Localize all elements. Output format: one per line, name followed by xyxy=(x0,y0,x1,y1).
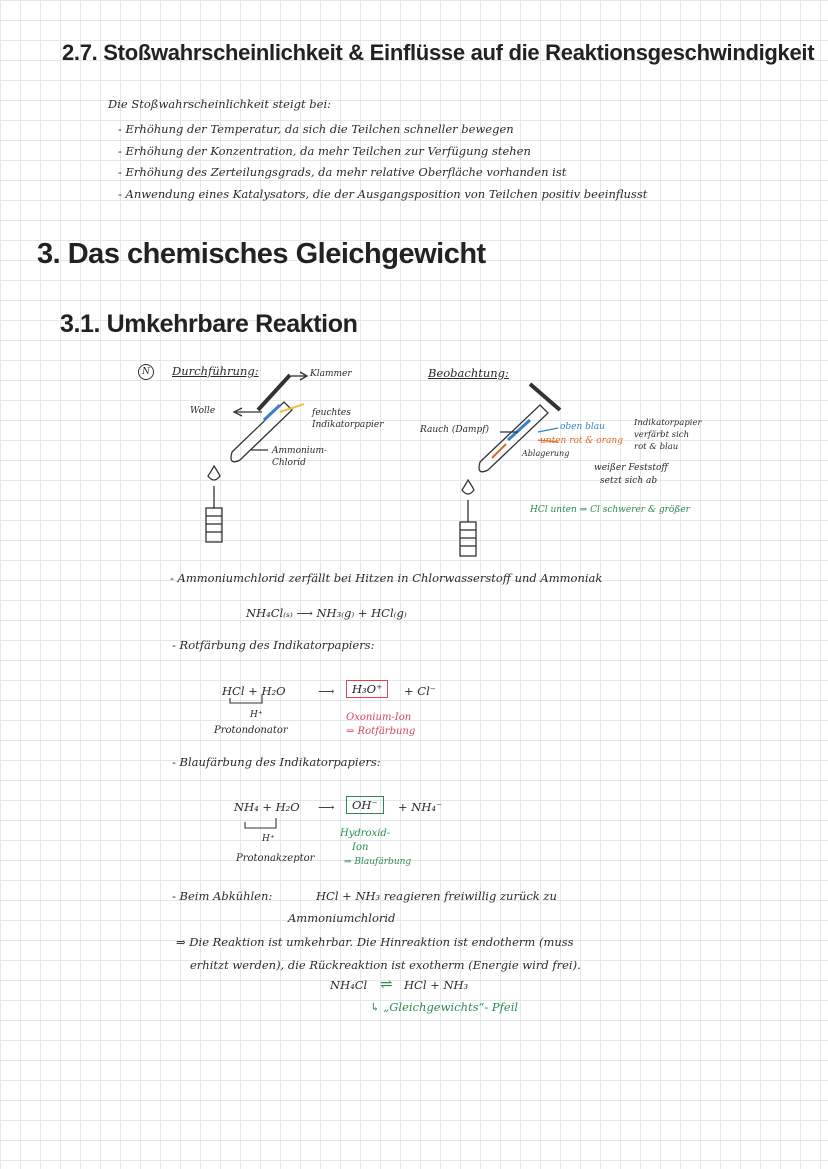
chlorid-label: Chlorid xyxy=(272,458,306,468)
blau-product-nh4: + NH₄⁻ xyxy=(398,800,443,814)
left-burner xyxy=(205,507,223,543)
intro-item: - Erhöhung der Temperatur, da sich die T… xyxy=(118,122,514,136)
protondonator-label: Protondonator xyxy=(214,725,288,736)
zerfall-text: - Ammoniumchlorid zerfällt bei Hitzen in… xyxy=(170,571,603,585)
wolle-arrow-head xyxy=(232,407,243,417)
hydroxid-box: OH⁻ xyxy=(346,796,384,814)
rotfaerbung-label: ⇒ Rotfärbung xyxy=(346,726,416,737)
feuchtes-label: feuchtes xyxy=(312,408,351,418)
equilibrium-right: HCl + NH₃ xyxy=(404,978,469,992)
durchfuehrung-label: Durchführung: xyxy=(172,364,259,378)
clamp-rod xyxy=(256,373,292,412)
unten-rot-label: unten rot & orang xyxy=(540,436,623,446)
fazit-text: ⇒ Die Reaktion ist umkehrbar. Die Hinrea… xyxy=(176,935,574,949)
oxonium-box: H₃O⁺ xyxy=(346,680,389,698)
blau-title: - Blaufärbung des Indikatorpapiers: xyxy=(172,755,381,769)
equilibrium-arrow: ⇌ xyxy=(380,975,393,993)
right-burner xyxy=(459,521,477,557)
beobachtung-label: Beobachtung: xyxy=(428,366,509,380)
intro-item: - Erhöhung der Konzentration, da mehr Te… xyxy=(118,144,531,158)
experiment-marker: N xyxy=(138,364,154,380)
ablagerung-label: Ablagerung xyxy=(522,449,570,458)
hydroxid-ion-label: Ion xyxy=(352,842,369,853)
abkuehlen-label: - Beim Abkühlen: xyxy=(172,889,273,903)
setzt-label: setzt sich ab xyxy=(600,476,658,486)
rot-transfer-arrow xyxy=(229,695,263,704)
abkuehlen-text: HCl + NH₃ reagieren freiwillig zurück zu xyxy=(316,889,557,903)
oxonium-ion-label: Oxonium-Ion xyxy=(346,712,412,723)
wool-plug xyxy=(262,403,282,422)
blaufaerbung-label: ⇒ Blaufärbung xyxy=(344,857,412,867)
indikator-note: rot & blau xyxy=(634,442,679,452)
abkuehlen-text: Ammoniumchlorid xyxy=(288,911,396,925)
clamp-arrow-head xyxy=(299,371,309,381)
fazit-text: erhitzt werden), die Rückreaktion ist ex… xyxy=(190,958,581,972)
left-apparatus xyxy=(205,371,309,543)
right-test-tube xyxy=(478,404,549,473)
rot-reactants: HCl + H₂O xyxy=(222,684,286,698)
intro-item: - Anwendung eines Katalysators, die der … xyxy=(118,187,648,201)
protonakzeptor-label: Protonakzeptor xyxy=(236,853,315,864)
left-test-tube xyxy=(230,401,293,463)
blau-hplus: H⁺ xyxy=(262,834,275,844)
indicator-strip xyxy=(279,403,305,413)
blau-reactants: NH₄ + H₂O xyxy=(234,800,300,814)
section-title-3-1: 3.1. Umkehrbare Reaktion xyxy=(60,310,358,338)
blau-transfer-arrow xyxy=(244,818,277,829)
ammonium-label: Ammonium- xyxy=(272,446,328,456)
rot-arrow: ⟶ xyxy=(318,684,335,698)
klammer-label: Klammer xyxy=(310,369,352,379)
indikatorpapier-label: Indikatorpapier xyxy=(312,420,384,430)
rauch-label: Rauch (Dampf) xyxy=(420,425,490,435)
intro-lead: Die Stoßwahrscheinlichkeit steigt bei: xyxy=(108,97,332,111)
wolle-label: Wolle xyxy=(190,406,216,416)
blau-arrow: ⟶ xyxy=(318,800,335,814)
left-flame xyxy=(207,464,221,481)
section-title-3: 3. Das chemisches Gleichgewicht xyxy=(37,238,486,270)
gleichgewichtspfeil-note: ↳ „Gleichgewichts“- Pfeil xyxy=(370,1000,519,1014)
hydroxid-ion-label: Hydroxid- xyxy=(340,828,391,839)
indikator-note: Indikatorpapier xyxy=(634,418,702,428)
indikator-note: verfärbt sich xyxy=(634,430,690,440)
right-flame xyxy=(461,478,475,495)
section-title-2-7: 2.7. Stoßwahrscheinlichkeit & Einflüsse … xyxy=(62,40,815,65)
rot-title: - Rotfärbung des Indikatorpapiers: xyxy=(172,638,375,652)
hcl-note: HCl unten ⇒ Cl schwerer & größer xyxy=(530,505,690,515)
equation-decomposition: NH₄Cl₍ₛ₎ ⟶ NH₃₍g₎ + HCl₍g₎ xyxy=(246,606,407,620)
rot-hplus: H⁺ xyxy=(250,710,263,720)
rot-product-cl: + Cl⁻ xyxy=(404,684,436,698)
oben-blau-label: oben blau xyxy=(560,422,605,432)
weisser-label: weißer Feststoff xyxy=(594,463,668,473)
intro-item: - Erhöhung des Zerteilungsgrads, da mehr… xyxy=(118,165,567,179)
equilibrium-left: NH₄Cl xyxy=(330,978,368,992)
right-apparatus xyxy=(459,382,562,557)
